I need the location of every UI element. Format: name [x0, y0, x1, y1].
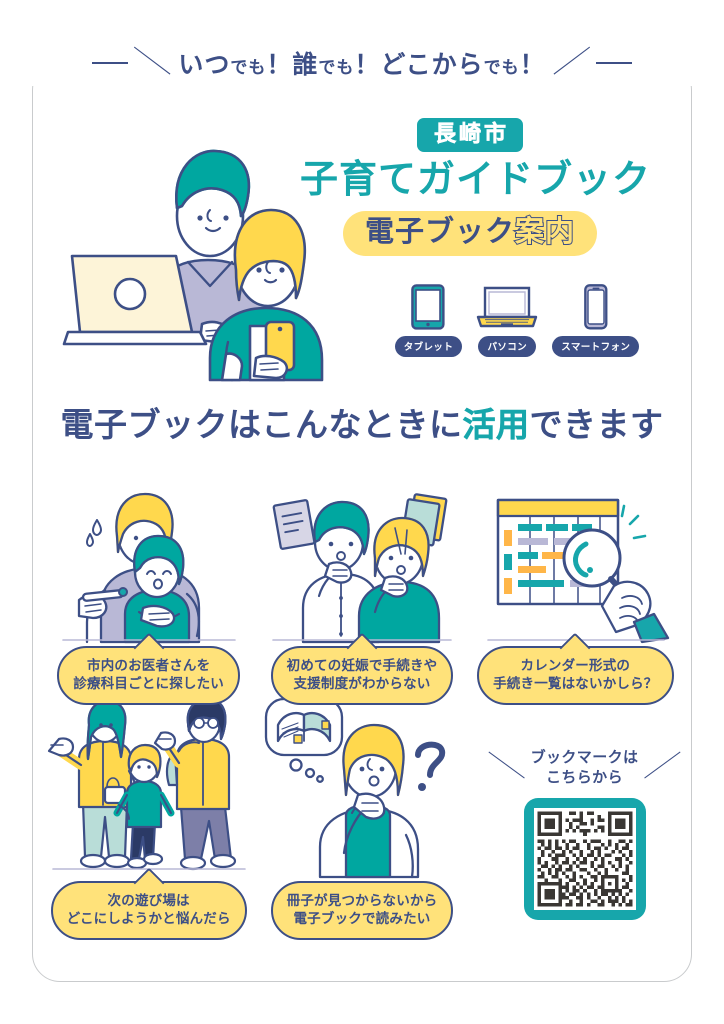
heading-highlight: 活用: [462, 406, 530, 444]
ribbon-slash-left-icon: ＼: [132, 46, 174, 79]
device-smartphone: スマートフォン: [552, 278, 640, 357]
family-walking-illustration: [46, 698, 251, 881]
device-label: タブレット: [394, 336, 463, 357]
bookmark-slash-left-icon: ＼: [486, 751, 528, 783]
use-case-card-playground: 次の遊び場は どこにしようかと悩んだら: [46, 698, 251, 940]
bookmark-text: ブックマークは こちらから: [531, 748, 639, 787]
caption-line1: カレンダー形式の: [520, 658, 631, 674]
use-case-card-read-ebook: 冊子が見つからないから 電子ブックで読みたい: [259, 698, 464, 940]
heading-after: できます: [529, 406, 664, 443]
woman-thinking-about-book-illustration: [259, 695, 464, 881]
device-pc: パソコン: [476, 278, 538, 357]
caption-line2: 支援制度がわからない: [293, 676, 431, 692]
caption-line2: 診療科目ごとに探したい: [73, 676, 225, 692]
page-title: 子育てガイドブック: [300, 158, 652, 201]
ribbon-slash-right-icon: ／: [550, 46, 592, 79]
device-label: パソコン: [478, 336, 537, 357]
city-badge: 長崎市: [416, 118, 523, 152]
use-case-caption: カレンダー形式の 手続き一覧はないかしら？: [477, 646, 674, 705]
title-block: 長崎市 子育てガイドブック 電子ブック案内: [300, 118, 652, 256]
hero-section: 長崎市 子育てガイドブック 電子ブック案内 タブレット: [32, 100, 692, 382]
use-case-card-first-pregnancy: 初めての妊娠で手続きや 支援制度がわからない: [259, 490, 464, 705]
device-tablet: タブレット: [394, 278, 463, 357]
ribbon-text: いつでも！誰でも！どこからでも！: [178, 51, 546, 79]
use-case-card-doctor-search: 市内のお医者さんを 診療科目ごとに探したい: [46, 490, 251, 705]
bookmark-section: ＼ ブックマークは こちらから ／: [487, 748, 682, 920]
caption-line2: 電子ブックで読みたい: [293, 911, 431, 927]
bookmark-slash-right-icon: ／: [641, 751, 683, 783]
use-case-grid: 市内のお医者さんを 診療科目ごとに探したい: [46, 490, 678, 940]
laptop-icon: [476, 278, 538, 330]
use-case-caption: 冊子が見つからないから 電子ブックで読みたい: [270, 881, 454, 940]
qr-code-container[interactable]: [523, 798, 646, 920]
bookmark-line2: こちらから: [545, 768, 623, 786]
tablet-icon: [411, 278, 446, 330]
caption-line1: 次の遊び場は: [107, 893, 190, 909]
use-case-card-calendar-list: カレンダー形式の 手続き一覧はないかしら？: [473, 490, 678, 705]
calendar-with-magnifier-illustration: [473, 486, 678, 646]
caption-line2: どこにしようかと悩んだら: [66, 911, 231, 927]
bookmark-line1: ブックマークは: [530, 749, 639, 766]
use-case-caption: 市内のお医者さんを 診療科目ごとに探したい: [57, 646, 241, 705]
device-list: タブレット パソコン: [394, 278, 640, 357]
heading-before: 電子ブックはこんなときに: [60, 406, 463, 443]
use-case-caption: 初めての妊娠で手続きや 支援制度がわからない: [270, 646, 454, 705]
top-ribbon: ＼ いつでも！誰でも！どこからでも！ ／: [0, 40, 724, 86]
mother-with-sick-child-illustration: [46, 486, 251, 646]
subtitle-pill: 電子ブック案内: [342, 210, 598, 256]
subtitle-part2: 案内: [514, 215, 576, 248]
subtitle-part1: 電子ブック: [364, 215, 515, 248]
device-label: スマートフォン: [552, 336, 640, 357]
ribbon-dash-left: [92, 62, 129, 64]
bookmark-heading: ＼ ブックマークは こちらから ／: [487, 748, 683, 787]
section-heading: 電子ブックはこんなときに活用できます: [32, 398, 692, 446]
qr-code[interactable]: [533, 808, 636, 910]
couple-thinking-illustration: [259, 486, 464, 646]
hero-illustration: [60, 110, 340, 382]
caption-line1: 初めての妊娠で手続きや: [286, 658, 438, 674]
smartphone-icon: [583, 278, 608, 330]
ribbon-dash-right: [595, 62, 632, 64]
caption-line1: 冊子が見つからないから: [286, 893, 438, 909]
caption-line1: 市内のお医者さんを: [87, 658, 211, 674]
use-case-caption: 次の遊び場は どこにしようかと悩んだら: [50, 881, 247, 940]
caption-line2: 手続き一覧はないかしら？: [493, 676, 658, 692]
